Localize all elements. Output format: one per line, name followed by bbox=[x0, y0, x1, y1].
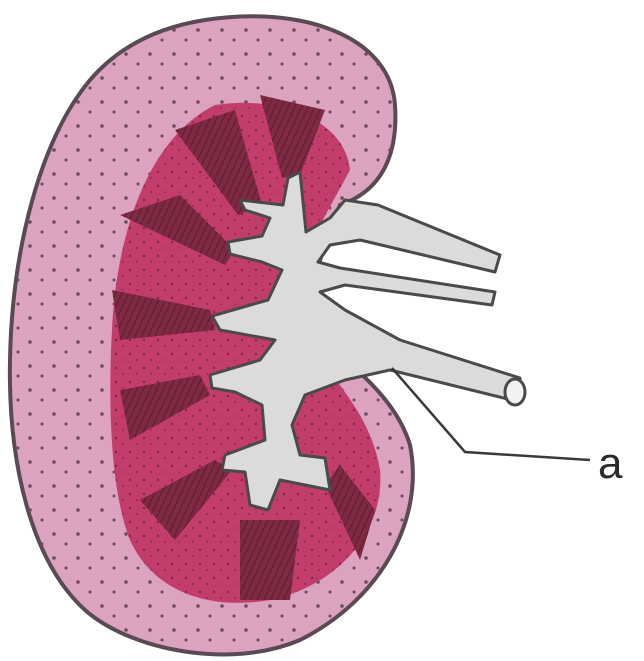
pyramid-bottom-2 bbox=[240, 520, 300, 600]
ureter-opening bbox=[505, 379, 525, 405]
label-a: a bbox=[598, 439, 623, 488]
